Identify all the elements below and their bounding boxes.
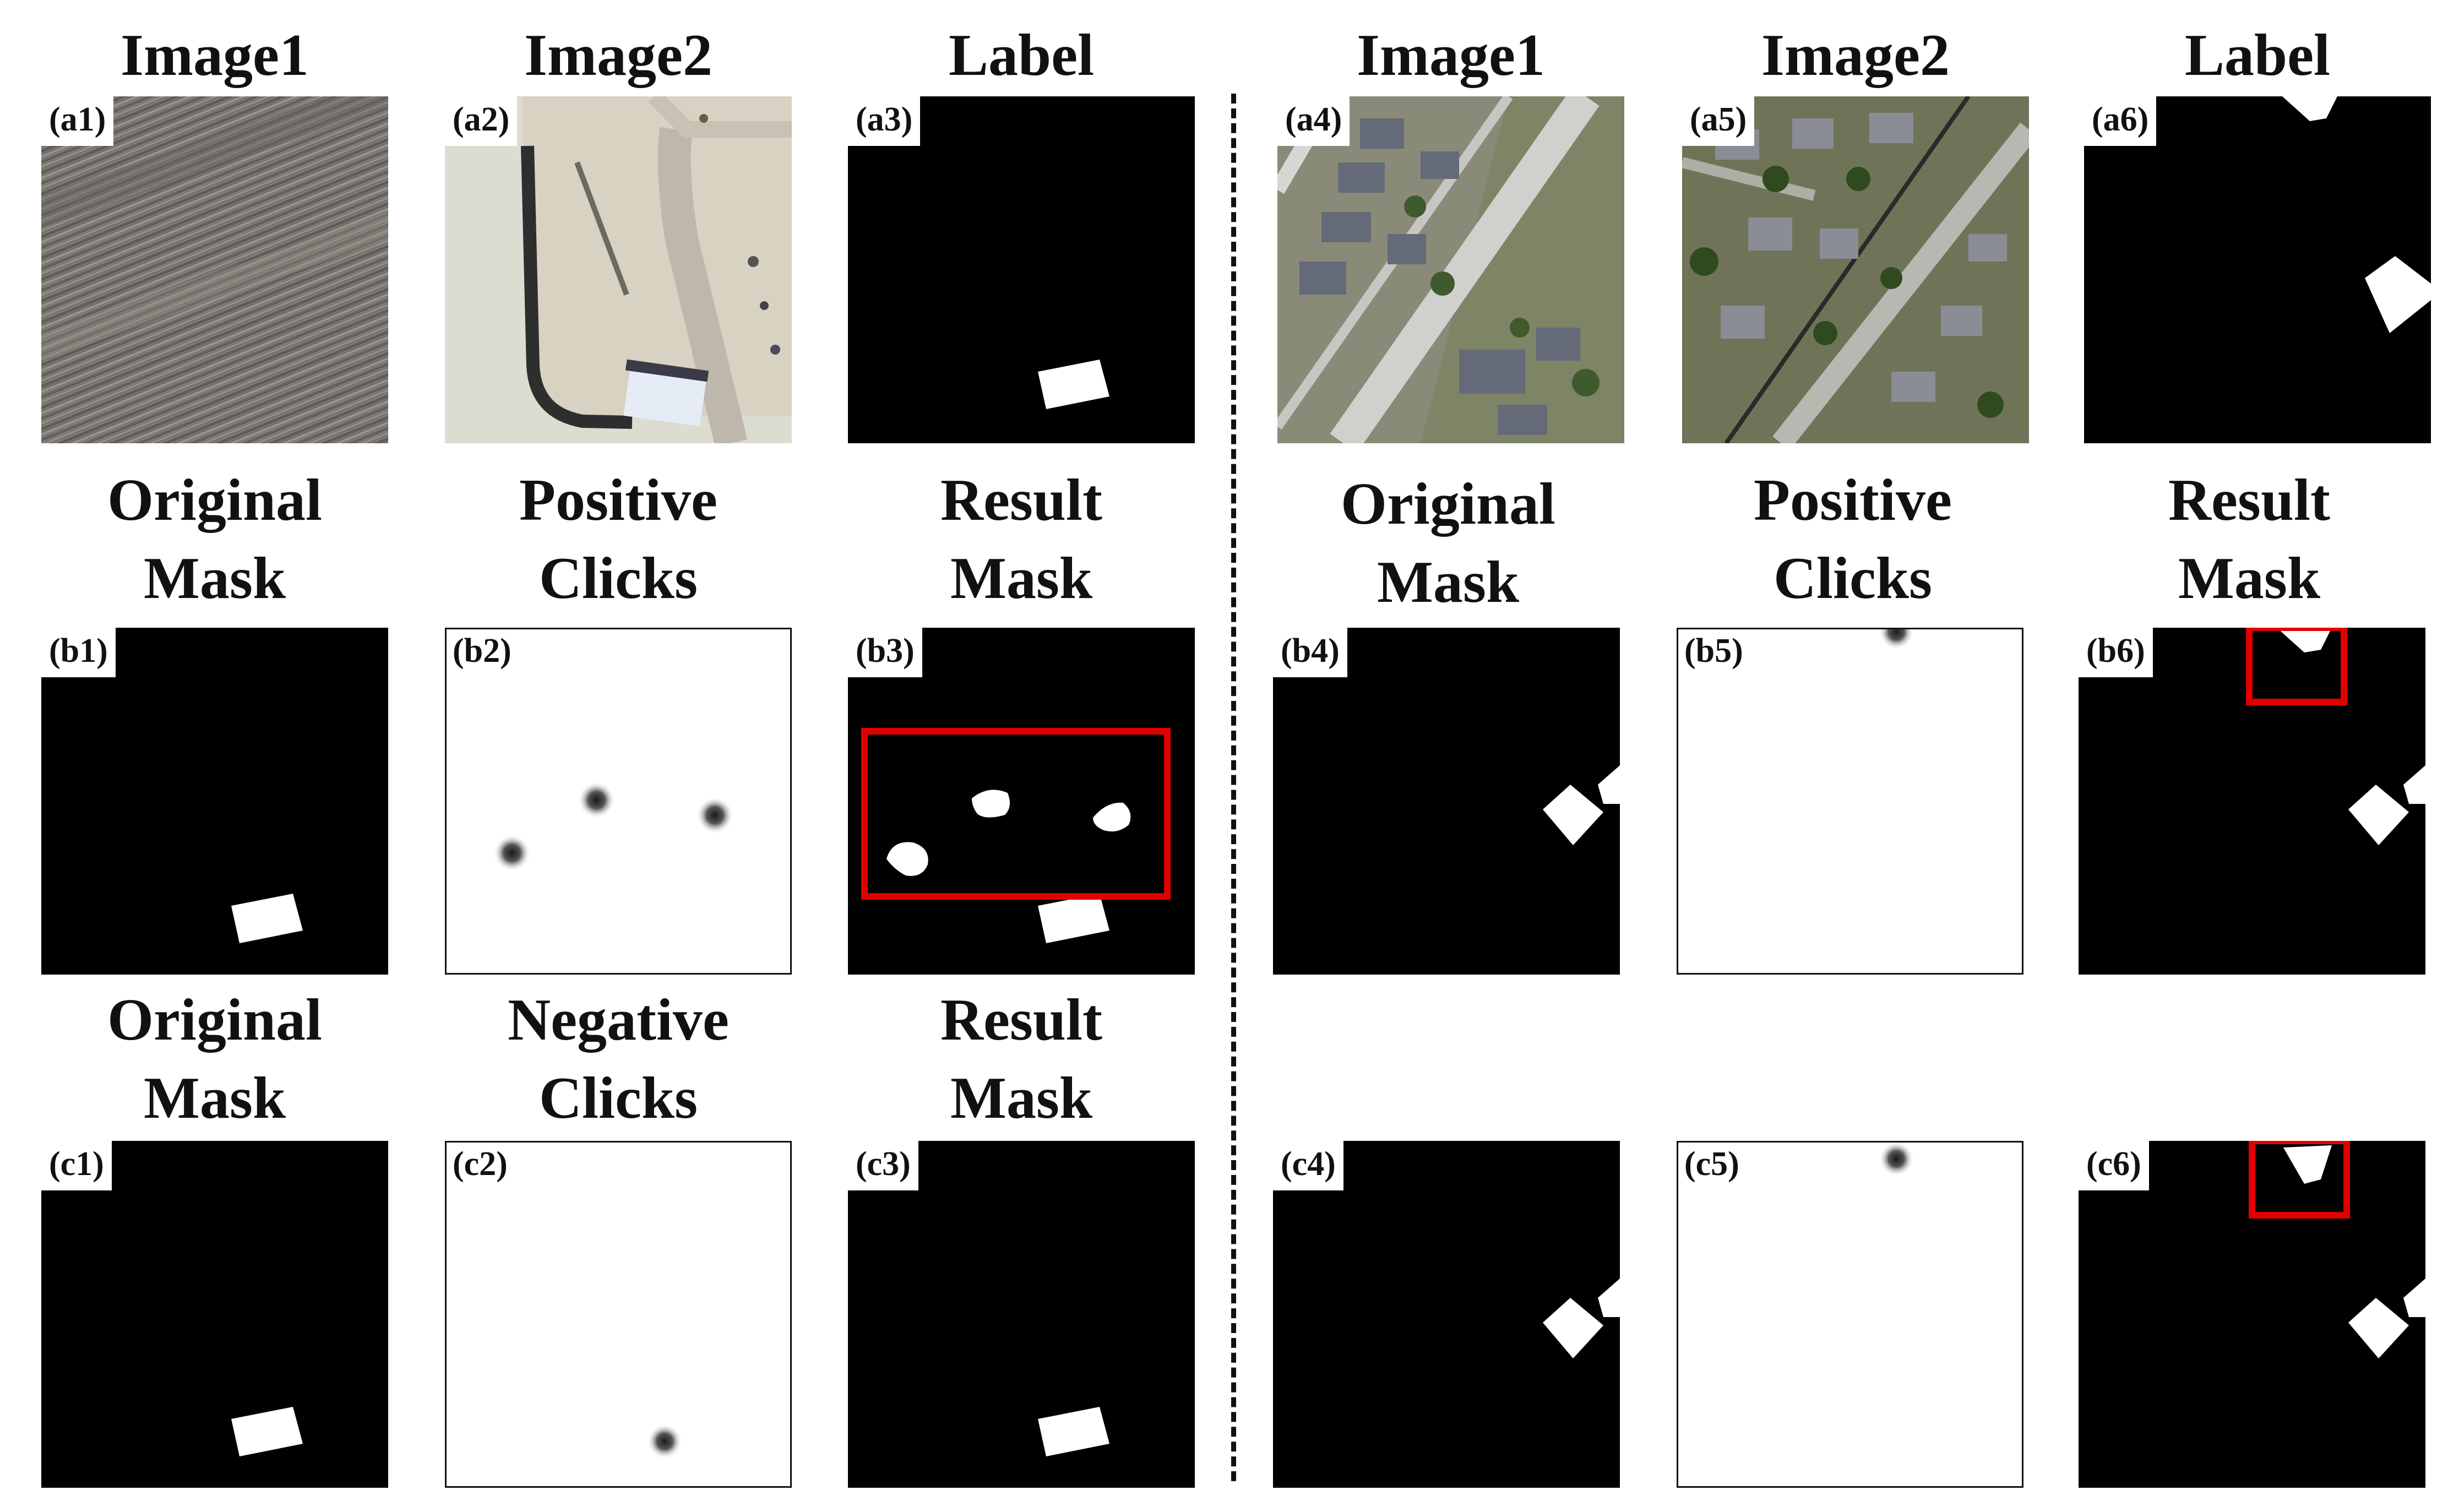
highlight-box bbox=[2249, 1141, 2350, 1219]
panel-tag: (a2) bbox=[445, 96, 518, 146]
header-line-1: Result bbox=[940, 467, 1102, 533]
click-dot bbox=[696, 797, 733, 834]
header-original-mask-c1: Original Mask bbox=[41, 981, 388, 1138]
panel-c4-original-mask: (c4) bbox=[1273, 1141, 1620, 1488]
header-result-mask-b6: Result Mask bbox=[2076, 461, 2423, 618]
original-mask bbox=[1543, 765, 1620, 845]
click-dot bbox=[578, 781, 616, 819]
panel-tag: (b1) bbox=[41, 628, 116, 677]
header-line-1: Result bbox=[940, 987, 1102, 1053]
panel-tag: (b6) bbox=[2079, 628, 2153, 677]
panel-tag: (c1) bbox=[41, 1141, 112, 1190]
header-line-2: Mask bbox=[950, 546, 1093, 611]
panel-c2-negative-clicks: (c2) bbox=[445, 1141, 792, 1488]
suburb-image bbox=[1277, 96, 1624, 443]
header-positive-clicks-b5: Positive Clicks bbox=[1679, 461, 2026, 618]
header-line-1: Positive bbox=[519, 467, 717, 533]
panel-tag: (a6) bbox=[2084, 96, 2157, 146]
header-line-1: Negative bbox=[508, 987, 729, 1053]
panel-a5-image2-suburb: (a5) bbox=[1682, 96, 2029, 443]
header-line-2: Mask bbox=[143, 546, 286, 611]
panel-tag: (a4) bbox=[1277, 96, 1350, 146]
click-dot bbox=[1879, 629, 1914, 650]
panel-tag: (b3) bbox=[848, 628, 922, 677]
header-original-mask-b1: Original Mask bbox=[41, 461, 388, 618]
panel-tag: (a3) bbox=[848, 96, 921, 146]
panel-tag: (b2) bbox=[447, 629, 519, 677]
header-label-left: Label bbox=[948, 23, 1095, 88]
panel-tag: (c2) bbox=[447, 1143, 515, 1190]
header-image1-right: Image1 bbox=[1357, 23, 1545, 88]
click-dot bbox=[647, 1424, 682, 1459]
header-image1-left: Image1 bbox=[121, 23, 309, 88]
header-line-2: Clicks bbox=[538, 546, 698, 611]
label-mask bbox=[2282, 96, 2431, 333]
panel-tag: (a1) bbox=[41, 96, 114, 146]
header-negative-clicks-c2: Negative Clicks bbox=[445, 981, 792, 1138]
original-mask bbox=[231, 894, 303, 943]
panel-a1-image1-farmland: (a1) bbox=[41, 96, 388, 443]
result-mask bbox=[2249, 1141, 2425, 1358]
panel-b1-original-mask: (b1) bbox=[41, 628, 388, 975]
panel-a4-image1-suburb: (a4) bbox=[1277, 96, 1624, 443]
header-line-1: Original bbox=[107, 467, 323, 533]
panel-tag: (a5) bbox=[1682, 96, 1755, 146]
panel-tag: (c5) bbox=[1678, 1143, 1747, 1190]
panel-c5-negative-clicks: (c5) bbox=[1677, 1141, 2023, 1488]
highlight-box bbox=[2246, 628, 2347, 705]
panel-c6-result-mask: (c6) bbox=[2079, 1141, 2425, 1488]
panel-b2-positive-clicks: (b2) bbox=[445, 628, 792, 975]
header-line-2: Mask bbox=[2178, 546, 2321, 611]
panel-tag: (c6) bbox=[2079, 1141, 2149, 1190]
header-positive-clicks-b2: Positive Clicks bbox=[445, 461, 792, 618]
panel-b3-result-mask: (b3) bbox=[848, 628, 1195, 975]
panel-tag: (b4) bbox=[1273, 628, 1347, 677]
result-mask bbox=[2246, 628, 2425, 845]
header-line-1: Positive bbox=[1754, 467, 1952, 533]
click-dot bbox=[1879, 1143, 1914, 1177]
click-map bbox=[647, 1424, 682, 1459]
result-mask bbox=[861, 728, 1171, 943]
section-divider bbox=[1231, 94, 1236, 1481]
header-line-1: Result bbox=[2168, 467, 2330, 533]
header-line-2: Mask bbox=[950, 1065, 1093, 1131]
click-map bbox=[493, 781, 733, 872]
original-mask bbox=[1543, 1279, 1620, 1358]
header-line-2: Mask bbox=[143, 1065, 286, 1131]
construction-image bbox=[445, 96, 792, 443]
header-result-mask-c3: Result Mask bbox=[848, 981, 1195, 1138]
panel-c1-original-mask: (c1) bbox=[41, 1141, 388, 1488]
panel-tag: (c3) bbox=[848, 1141, 918, 1190]
header-image2-right: Image2 bbox=[1761, 23, 1950, 88]
header-line-2: Clicks bbox=[538, 1065, 698, 1131]
header-line-2: Clicks bbox=[1773, 546, 1933, 611]
original-mask bbox=[231, 1407, 303, 1456]
header-result-mask-b3: Result Mask bbox=[848, 461, 1195, 618]
header-image2-left: Image2 bbox=[524, 23, 712, 88]
panel-c3-result-mask: (c3) bbox=[848, 1141, 1195, 1488]
click-dot bbox=[493, 834, 531, 872]
panel-b4-original-mask: (b4) bbox=[1273, 628, 1620, 975]
panel-a3-label: (a3) bbox=[848, 96, 1195, 443]
highlight-box bbox=[861, 728, 1171, 900]
click-map bbox=[1879, 629, 1914, 650]
panel-a6-label: (a6) bbox=[2084, 96, 2431, 443]
suburb-image-2 bbox=[1682, 96, 2029, 443]
panel-tag: (b5) bbox=[1678, 629, 1751, 677]
header-label-right: Label bbox=[2184, 23, 2331, 88]
header-original-mask-b4: Original Mask bbox=[1275, 465, 1622, 622]
label-mask bbox=[1038, 360, 1109, 409]
header-line-1: Original bbox=[107, 987, 323, 1053]
header-line-1: Original bbox=[1340, 471, 1556, 537]
panel-b5-positive-clicks: (b5) bbox=[1677, 628, 2023, 975]
click-map bbox=[1879, 1143, 1914, 1177]
panel-b6-result-mask: (b6) bbox=[2079, 628, 2425, 975]
panel-tag: (c4) bbox=[1273, 1141, 1343, 1190]
farmland-image bbox=[41, 96, 388, 443]
header-line-2: Mask bbox=[1377, 550, 1520, 615]
result-mask bbox=[1038, 1407, 1109, 1456]
panel-a2-image2-construction: (a2) bbox=[445, 96, 792, 443]
